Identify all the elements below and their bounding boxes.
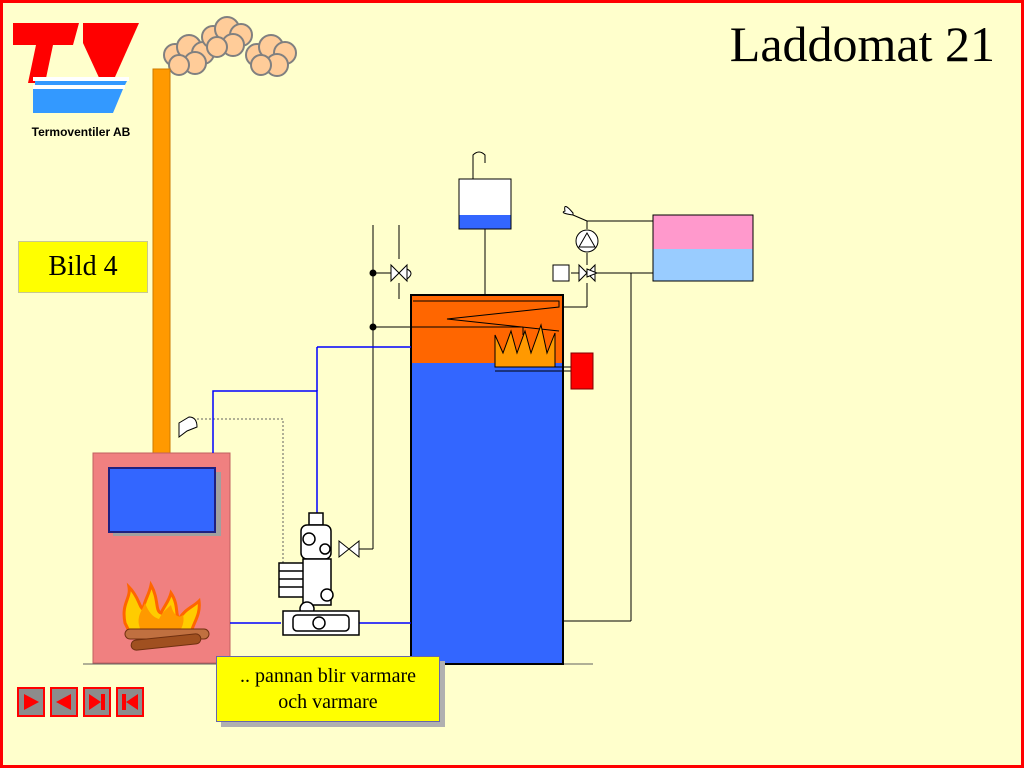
chimney [152,68,171,454]
next-slide-button[interactable] [17,687,45,717]
first-slide-button[interactable] [116,687,144,717]
laddomat-unit [278,512,360,636]
caption-line-1: .. pannan blir varmare [239,665,417,687]
last-slide-icon [89,694,105,710]
expansion-vessel [458,151,512,295]
smoke-cloud-icon [163,16,297,77]
slide-title: Laddomat 21 [729,16,995,72]
fire-icon [122,580,210,651]
slide-label: Bild 4 [19,242,147,292]
boiler-circuit [212,346,411,624]
radiator [652,214,754,282]
next-slide-icon [24,694,39,710]
last-slide-button[interactable] [83,687,111,717]
system-piping [359,206,653,622]
sensor-line [189,418,284,567]
shutoff-valve [338,263,599,559]
caption-box: .. pannan blir varmare och varmare [216,656,440,722]
first-slide-icon [122,694,138,710]
slide-navigation [17,687,144,717]
circulation-pump [575,229,599,253]
previous-slide-button[interactable] [50,687,78,717]
company-name: Termoventiler AB [31,125,131,139]
previous-slide-icon [56,694,71,710]
termoventiler-logo [13,23,139,113]
heating-diagram [13,16,754,665]
boiler [92,452,231,664]
accumulator-tank [410,294,594,665]
caption-line-2: och varmare [278,691,378,713]
